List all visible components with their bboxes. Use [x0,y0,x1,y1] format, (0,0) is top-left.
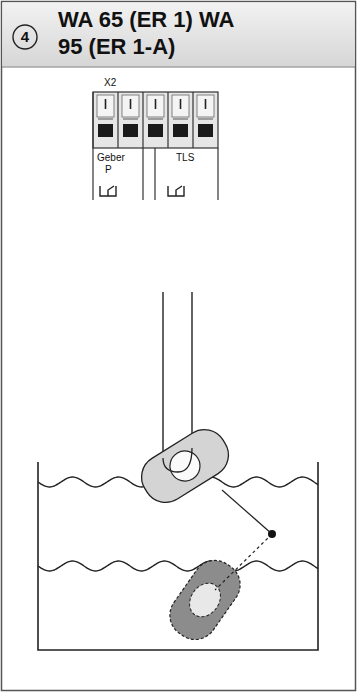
terminal [193,92,214,148]
terminal-block [93,92,218,148]
float-cable [163,292,192,458]
cable-loop [163,448,192,472]
signal-name: P [104,164,113,175]
header-rule [2,67,355,68]
contact-symbol [100,186,184,196]
pivot-point [268,530,276,538]
callout-circle [13,25,37,49]
signal-name: TLS [175,152,195,163]
terminal [118,92,139,148]
liquid-level-low [38,561,318,571]
terminal [93,92,114,148]
terminal-block-name: X2 [104,77,116,88]
float-low-position [161,552,248,648]
signal-name: Geber [96,152,126,163]
group-separators [93,148,218,200]
float-switch [133,421,236,510]
terminal [168,92,189,148]
callout-number: 4 [21,29,29,46]
pivot-arm-low [215,534,272,590]
title: WA 65 (ER 1) WA 95 (ER 1-A) [58,6,234,60]
pivot-arm [222,490,272,534]
header-band [3,3,355,67]
terminal [143,92,164,148]
